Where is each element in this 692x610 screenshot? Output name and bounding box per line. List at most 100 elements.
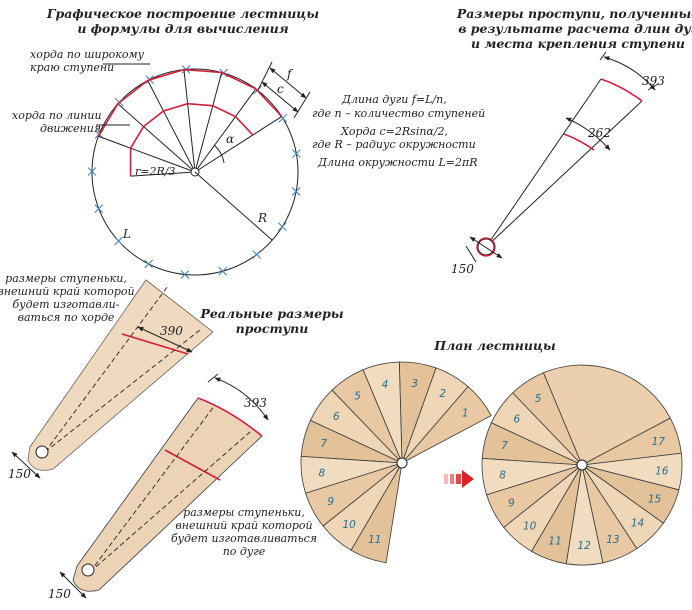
dim-150-bottom: [59, 571, 87, 599]
step-number: 5: [354, 391, 361, 403]
small-radius-label: r=2R/3: [135, 165, 175, 178]
chord-note-1: размеры ступеньки,: [5, 272, 127, 285]
outer-arc-red: [600, 78, 643, 102]
step-radii: [98, 69, 283, 177]
red-chords: [97, 68, 283, 177]
dim-393-top: [603, 56, 656, 91]
division-mark: [291, 187, 301, 196]
dim-390: [137, 326, 193, 353]
step-number: 13: [606, 534, 619, 546]
step-number: 14: [631, 518, 644, 530]
step-number: 2: [439, 388, 446, 400]
arc-tread-hole: [81, 563, 95, 577]
circumference-L-label: L: [122, 227, 131, 241]
step-radius: [194, 88, 257, 173]
construction-title-line1: Графическое построение лестницы: [46, 6, 319, 21]
plan-step: [581, 417, 682, 466]
inner-chord-red: [129, 102, 254, 149]
step-number: 9: [327, 496, 334, 508]
outer-chord-red: [97, 68, 283, 137]
chord-walk-label-1: хорда по линии: [12, 109, 102, 122]
division-mark: [277, 222, 287, 232]
division-mark: [218, 266, 228, 276]
small-radius-line: [130, 171, 196, 177]
step-radius: [147, 80, 196, 173]
plan-center-hole: [576, 459, 588, 471]
ext-393c: [207, 373, 219, 383]
construction-title-line2: и формулы для вычисления: [77, 21, 288, 36]
step-radius: [183, 69, 196, 173]
division-mark: [291, 149, 301, 158]
landing-area: [542, 364, 671, 466]
division-marks: [87, 65, 301, 279]
arrow-dash-2: [450, 474, 454, 484]
step-radius: [194, 72, 223, 173]
ext-393a: [599, 51, 607, 61]
chord-walk-label-2: движения: [40, 122, 101, 135]
dim-150-top: [469, 236, 503, 259]
plan-center-hole: [396, 457, 408, 469]
arc-tread-group: 393 150 размеры ступеньки, внешний край …: [48, 373, 317, 601]
radius-R-line: [194, 171, 273, 241]
chord-wide-label-2: краю ступени: [30, 61, 114, 74]
dim-262: [565, 117, 611, 151]
dim-262-label: 262: [587, 126, 611, 140]
step-number: 10: [523, 521, 537, 533]
arc-note-1: размеры ступеньки,: [183, 506, 305, 519]
chord-tread-hole: [35, 445, 49, 459]
step-number: 11: [368, 534, 381, 546]
sector-edge-right: [485, 100, 643, 248]
formula-arc-1: Длина дуги f=L/n,: [341, 93, 447, 106]
dim-393-bottom-label: 393: [244, 396, 267, 410]
division-mark: [114, 236, 123, 246]
step-number: 7: [320, 438, 327, 450]
c-dimension: [261, 81, 299, 113]
arc-dash-1: [89, 404, 216, 573]
arc-dash-2: [89, 431, 251, 573]
c-label: c: [277, 82, 284, 96]
step-number: 4: [382, 379, 389, 391]
step-number: 11: [548, 535, 561, 547]
tread-title-line3: и места крепления ступени: [471, 36, 685, 51]
formula-chord-2: где R – радиус окружности: [312, 138, 476, 151]
ext-150-a: [465, 245, 477, 263]
red-arrow-head: [462, 470, 474, 488]
arc-note-2: внешний край которой: [175, 519, 312, 532]
dim-150-mid-label: 150: [8, 467, 31, 481]
division-mark: [252, 250, 262, 259]
step-number: 10: [343, 519, 357, 531]
formula-arc-2: где n – количество ступеней: [312, 107, 485, 120]
formula-chord-1: Хорда c=2Rsinα/2,: [340, 125, 448, 138]
dim-150-bottom-label: 150: [48, 587, 71, 601]
tread-title-line1: Размеры проступи, полученные: [456, 6, 692, 21]
arc-note-4: по дуге: [223, 545, 266, 558]
tread-sector-group: 393 262 150: [451, 51, 665, 276]
dim-393-top-label: 393: [642, 74, 665, 88]
chord-note-4: ваться по хорде: [18, 311, 115, 324]
dim-390-label: 390: [160, 324, 183, 338]
chord-tread-group: 390 150 размеры ступеньки, внешний край …: [0, 272, 214, 481]
step-number: 3: [411, 378, 418, 390]
step-radius: [98, 135, 196, 173]
plan-step: [350, 462, 403, 564]
step-radius: [117, 103, 196, 173]
dim-150-top-label: 150: [451, 262, 474, 276]
plan-title: План лестницы: [433, 338, 556, 353]
real-size-title-line1: Реальные размеры: [199, 306, 343, 321]
dim-150-mid: [11, 451, 41, 479]
dim-393-bottom: [214, 377, 269, 421]
division-mark: [87, 167, 97, 176]
arrow-dash-3: [456, 474, 461, 484]
f-label: f: [286, 67, 294, 81]
tread-title-line2: в результате расчета длин дуг: [458, 21, 692, 36]
step-number: 12: [577, 540, 591, 552]
step-number: 6: [514, 414, 521, 426]
step-number: 8: [499, 470, 506, 482]
step-number: 1: [462, 408, 469, 420]
division-mark: [180, 270, 190, 279]
dim-ext-1: [257, 61, 273, 91]
step-radius: [194, 116, 283, 173]
division-mark: [144, 259, 154, 269]
arrow-dash-1: [444, 474, 448, 484]
